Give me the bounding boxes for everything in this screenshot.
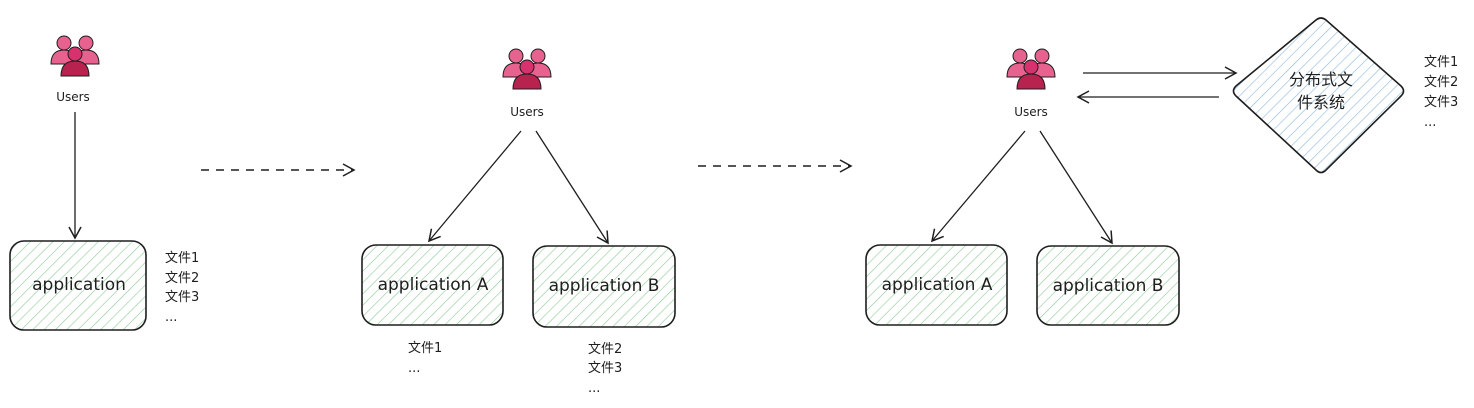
users-to-app-b-arrow	[1039, 130, 1113, 245]
files-list: 文件1 文件2 文件3 ...	[1424, 55, 1458, 130]
application-b-label: application B	[1053, 276, 1164, 296]
users-to-app-a-arrow	[930, 130, 1026, 243]
application-a-box: application A	[865, 244, 1008, 326]
file-item: 文件2	[1424, 75, 1458, 90]
application-a-box: application A	[361, 244, 504, 326]
stage-1: Users application 文件1 文件2 文件3 ...	[9, 35, 199, 331]
application-label: application	[32, 275, 126, 295]
users-label: Users	[56, 90, 90, 104]
distributed-fs-diamond: 分布式文 件系统	[1232, 17, 1405, 174]
files-list-a: 文件1 ...	[408, 341, 442, 376]
file-item: ...	[1424, 115, 1436, 130]
file-item: 文件2	[165, 271, 199, 286]
stage-2: Users application A application B 文件1 ..…	[361, 48, 676, 396]
file-item: ...	[165, 310, 177, 325]
files-list-b: 文件2 文件3 ...	[588, 342, 622, 396]
file-item: ...	[408, 361, 420, 376]
file-item: 文件3	[588, 361, 622, 376]
file-item: 文件2	[588, 342, 622, 357]
file-item: 文件1	[408, 341, 442, 356]
application-a-label: application A	[378, 275, 489, 295]
users-to-app-a-arrow	[427, 130, 522, 243]
application-b-box: application B	[1036, 245, 1180, 326]
users-to-app-b-arrow	[535, 130, 609, 245]
fs-label-line-1: 分布式文	[1289, 70, 1353, 89]
application-b-label: application B	[549, 276, 660, 296]
file-item: 文件3	[1424, 95, 1458, 110]
file-item: 文件1	[165, 251, 199, 266]
file-item: 文件1	[1424, 55, 1458, 70]
stage-3: Users application A application B 分布式文 件…	[865, 17, 1458, 326]
file-item: 文件3	[165, 290, 199, 305]
users-icon	[50, 35, 100, 77]
files-list: 文件1 文件2 文件3 ...	[165, 251, 199, 325]
application-a-label: application A	[882, 275, 993, 295]
users-label: Users	[1014, 105, 1048, 119]
users-icon	[1006, 48, 1056, 90]
fs-label-line-2: 件系统	[1297, 93, 1345, 112]
users-icon	[502, 48, 552, 90]
application-box: application	[9, 240, 147, 331]
users-label: Users	[510, 105, 544, 119]
application-b-box: application B	[532, 245, 676, 328]
file-item: ...	[588, 381, 600, 396]
